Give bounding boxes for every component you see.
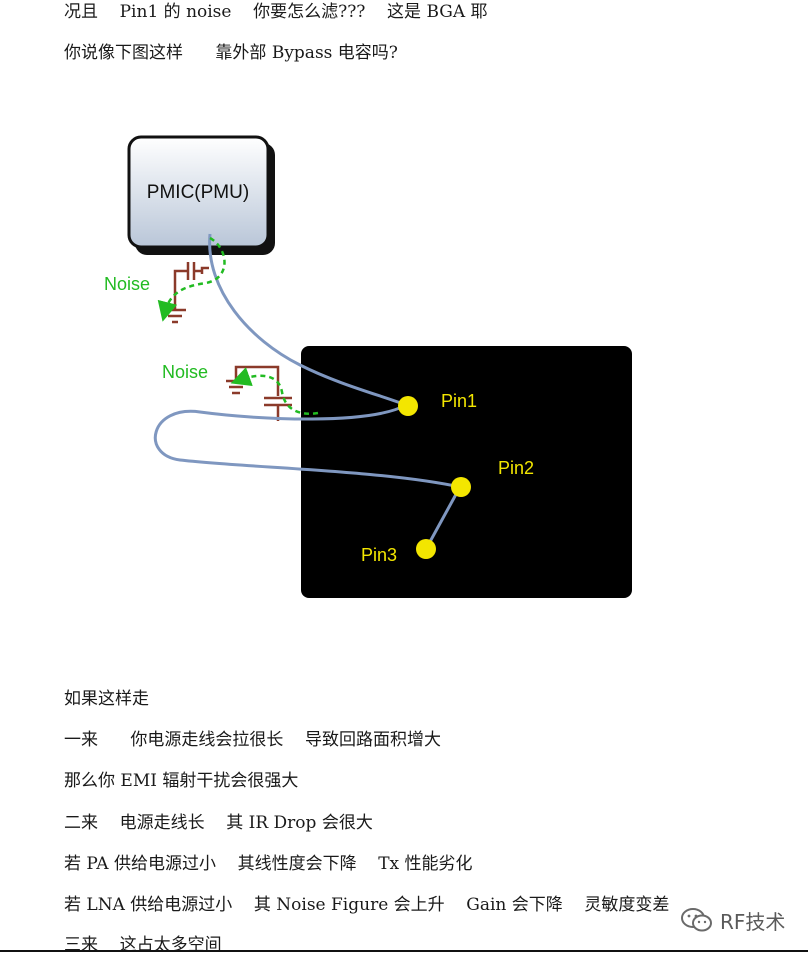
pin1-pad bbox=[398, 396, 418, 416]
text-line-9: 三来 这占太多空间 bbox=[64, 935, 222, 955]
chip-label: PMIC(PMU) bbox=[147, 182, 249, 203]
bypass-capacitor-1 bbox=[164, 262, 209, 324]
text-line-2: 你说像下图这样 靠外部 Bypass 电容吗? bbox=[64, 43, 398, 63]
watermark: RF技术 bbox=[680, 905, 785, 935]
trace-pin1-to-pin2 bbox=[153, 403, 461, 489]
text-line-4: 一来 你电源走线会拉很长 导致回路面积增大 bbox=[64, 730, 442, 750]
pin1-label: Pin1 bbox=[441, 391, 477, 411]
pin2-label: Pin2 bbox=[498, 458, 534, 478]
text-line-7: 若 PA 供给电源过小 其线性度会下降 Tx 性能劣化 bbox=[64, 854, 473, 874]
pmic-chip bbox=[127, 135, 270, 249]
wechat-icon bbox=[681, 908, 712, 932]
text-line-1: 况且 Pin1 的 noise 你要怎么滤??? 这是 BGA 耶 bbox=[64, 2, 488, 22]
text-line-3: 如果这样走 bbox=[64, 689, 149, 709]
noise-path-2 bbox=[230, 367, 319, 415]
trace-pin2-to-pin3 bbox=[424, 486, 462, 550]
text-line-6: 二来 电源走线长 其 IR Drop 会很大 bbox=[64, 813, 373, 833]
noise-label-2: Noise bbox=[162, 362, 208, 382]
noise-label-1: Noise bbox=[104, 274, 150, 294]
watermark-text: RF技术 bbox=[720, 909, 786, 934]
pin3-label: Pin3 bbox=[361, 545, 397, 565]
pin3-pad bbox=[416, 539, 436, 559]
text-line-8: 若 LNA 供给电源过小 其 Noise Figure 会上升 Gain 会下降… bbox=[64, 895, 670, 915]
pin2-pad bbox=[451, 477, 471, 497]
bottom-divider bbox=[0, 950, 808, 952]
text-line-5: 那么你 EMI 辐射干扰会很强大 bbox=[64, 771, 299, 791]
bga-package bbox=[301, 346, 632, 598]
